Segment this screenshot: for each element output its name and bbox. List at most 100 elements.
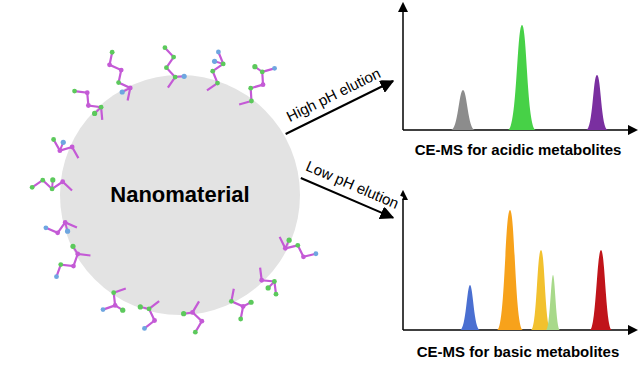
bond-chain bbox=[260, 268, 276, 295]
atom bbox=[301, 254, 306, 259]
atom bbox=[241, 304, 246, 309]
bond-chain bbox=[239, 68, 274, 104]
ligand-molecules bbox=[30, 45, 319, 334]
atom bbox=[101, 307, 106, 312]
atom bbox=[75, 252, 80, 257]
atom bbox=[147, 307, 152, 312]
peak bbox=[451, 90, 475, 130]
atom bbox=[274, 292, 279, 297]
bond-chain bbox=[193, 301, 202, 332]
atom bbox=[110, 50, 115, 55]
atom bbox=[193, 330, 198, 335]
atom bbox=[272, 66, 277, 71]
bond-chain bbox=[165, 48, 175, 88]
atom bbox=[260, 69, 265, 74]
y-axis bbox=[402, 192, 404, 330]
peak bbox=[546, 275, 560, 330]
atom bbox=[111, 290, 116, 295]
atom bbox=[70, 244, 75, 249]
nanomaterial-sphere: Nanomaterial bbox=[60, 75, 300, 315]
edge-label: High pH elution bbox=[282, 64, 385, 126]
atom bbox=[85, 90, 90, 95]
peak bbox=[531, 250, 551, 330]
atom bbox=[199, 319, 204, 324]
basic-chromatogram bbox=[403, 192, 636, 330]
atom bbox=[119, 68, 124, 73]
atom bbox=[259, 278, 264, 283]
atom bbox=[238, 317, 243, 322]
atom bbox=[65, 229, 70, 234]
peak bbox=[497, 210, 523, 330]
peak bbox=[586, 75, 608, 130]
atom bbox=[215, 81, 220, 86]
atom bbox=[120, 308, 125, 313]
atom bbox=[248, 86, 253, 91]
atom bbox=[113, 303, 118, 308]
atom bbox=[190, 310, 195, 315]
atom bbox=[30, 185, 35, 190]
atom bbox=[314, 251, 319, 256]
atom bbox=[163, 45, 168, 50]
atom bbox=[107, 62, 112, 67]
atom bbox=[181, 311, 186, 316]
bond-chain bbox=[103, 288, 126, 309]
bond-chain bbox=[280, 237, 316, 257]
bond-chain bbox=[207, 52, 223, 90]
atom bbox=[171, 55, 176, 60]
atom bbox=[70, 145, 75, 150]
atom bbox=[229, 299, 234, 304]
peak bbox=[590, 250, 612, 330]
bond-chain bbox=[231, 289, 243, 319]
chart-panel: CE-MS for basic metabolites bbox=[395, 185, 641, 366]
atom bbox=[57, 148, 62, 153]
atom bbox=[164, 65, 169, 70]
atom bbox=[72, 89, 77, 94]
atom bbox=[266, 285, 271, 290]
peak bbox=[508, 25, 536, 130]
atom bbox=[142, 326, 147, 331]
node-label: CE-MS for basic metabolites bbox=[417, 343, 620, 360]
atom bbox=[50, 187, 55, 192]
atom bbox=[249, 99, 254, 104]
bond-chain bbox=[144, 301, 159, 328]
atom bbox=[261, 82, 266, 87]
atom bbox=[50, 177, 55, 182]
atom bbox=[173, 75, 178, 80]
particle bbox=[60, 75, 300, 315]
bond-chain bbox=[75, 91, 103, 120]
atom bbox=[63, 220, 68, 225]
atom bbox=[120, 89, 125, 94]
acidic-chromatogram bbox=[403, 4, 636, 130]
bond-chain bbox=[46, 222, 77, 232]
atom bbox=[283, 246, 288, 251]
atom bbox=[40, 178, 45, 183]
atom bbox=[138, 304, 143, 309]
chart-panel: CE-MS for acidic metabolites bbox=[395, 0, 641, 162]
bond-chain bbox=[57, 254, 91, 277]
atom bbox=[248, 300, 253, 305]
node-label: CE-MS for acidic metabolites bbox=[415, 141, 622, 158]
atom bbox=[212, 59, 217, 64]
atom bbox=[116, 80, 121, 85]
atom bbox=[210, 69, 215, 74]
atom bbox=[60, 179, 65, 184]
y-axis bbox=[402, 4, 404, 130]
atom bbox=[86, 103, 91, 108]
atom bbox=[182, 74, 187, 79]
atom bbox=[221, 61, 226, 66]
atom bbox=[152, 318, 157, 323]
atom bbox=[51, 137, 56, 142]
bond-chain bbox=[54, 139, 79, 158]
atom bbox=[55, 230, 60, 235]
atom bbox=[216, 50, 221, 55]
bond-chain bbox=[110, 52, 131, 100]
atom bbox=[272, 279, 277, 284]
atom bbox=[287, 238, 292, 243]
atom bbox=[252, 64, 257, 69]
atom bbox=[92, 111, 97, 116]
atom bbox=[295, 243, 300, 248]
atom bbox=[61, 140, 66, 145]
atom bbox=[43, 225, 48, 230]
atom bbox=[99, 105, 104, 110]
node-label: Nanomaterial bbox=[110, 182, 249, 208]
